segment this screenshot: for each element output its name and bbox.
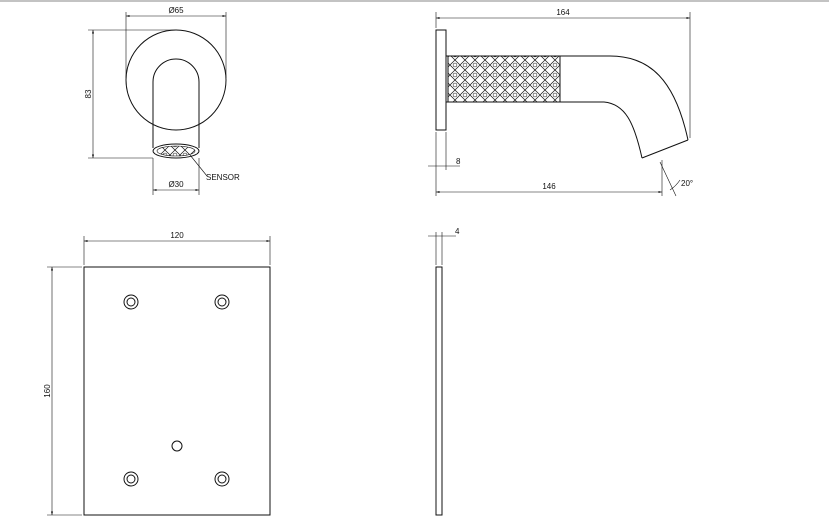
- dim-spout-diameter: Ø30: [168, 180, 184, 189]
- angle-arc: [669, 179, 681, 191]
- cover-plate: [83, 266, 271, 516]
- dim-plate-height: 160: [43, 384, 52, 398]
- spout-side-outline: [560, 55, 689, 141]
- side-view: 164 8 146 20°: [428, 8, 693, 197]
- dim-length-total: 164: [556, 8, 570, 17]
- sensor-grid: [156, 145, 196, 157]
- front-view: Ø65 83 Ø30 SENSOR: [84, 6, 240, 195]
- dim-plate-thickness: 4: [455, 227, 460, 236]
- dim-flange-thickness: 8: [456, 157, 461, 166]
- dim-angle: 20°: [681, 179, 693, 188]
- dim-flange-diameter: Ø65: [168, 6, 184, 15]
- plate-edge: [435, 266, 443, 516]
- spout-outlet: [152, 143, 200, 159]
- sensor-leader: [189, 154, 208, 177]
- sensor-label: SENSOR: [206, 173, 240, 182]
- fixing-hole: [123, 471, 139, 487]
- spout-front-outline: [152, 58, 200, 148]
- dim-length-spout: 146: [542, 182, 556, 191]
- knurled-body: [447, 55, 561, 103]
- center-hole: [171, 440, 183, 452]
- side-flange: [435, 29, 447, 131]
- dim-height: 83: [84, 89, 93, 98]
- fixing-hole: [214, 471, 230, 487]
- dim-plate-width: 120: [170, 231, 184, 240]
- fixing-hole: [214, 294, 230, 310]
- plate-front-view: 120 160: [43, 231, 271, 516]
- fixing-hole: [123, 294, 139, 310]
- flange-circle: [125, 29, 227, 131]
- plate-side-view: 4: [428, 227, 460, 516]
- spout-outlet-face: [641, 139, 689, 159]
